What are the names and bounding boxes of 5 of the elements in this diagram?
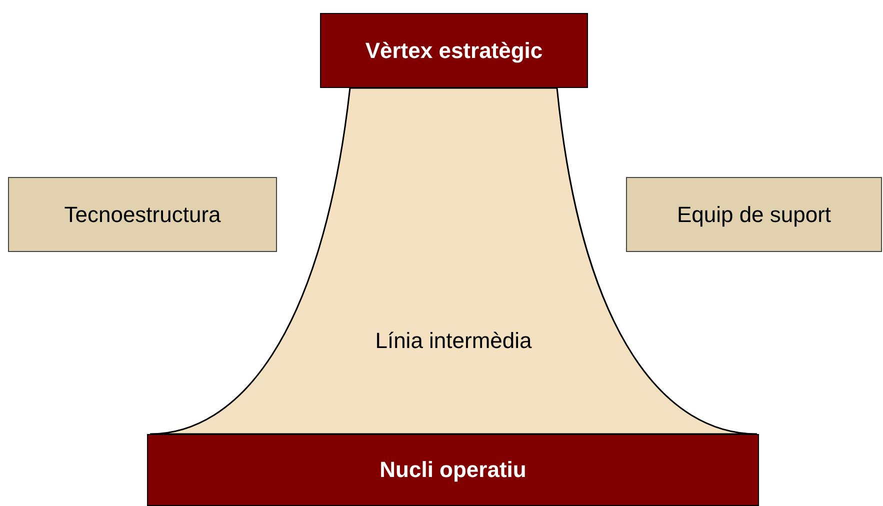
layer-label: Línia intermèdia [374,328,533,354]
side-box: Tecnoestructura [8,177,277,252]
apex-box: Vèrtex estratègic [320,13,588,88]
base-box: Nucli operatiu [147,434,759,506]
side-box: Equip de suport [626,177,882,252]
